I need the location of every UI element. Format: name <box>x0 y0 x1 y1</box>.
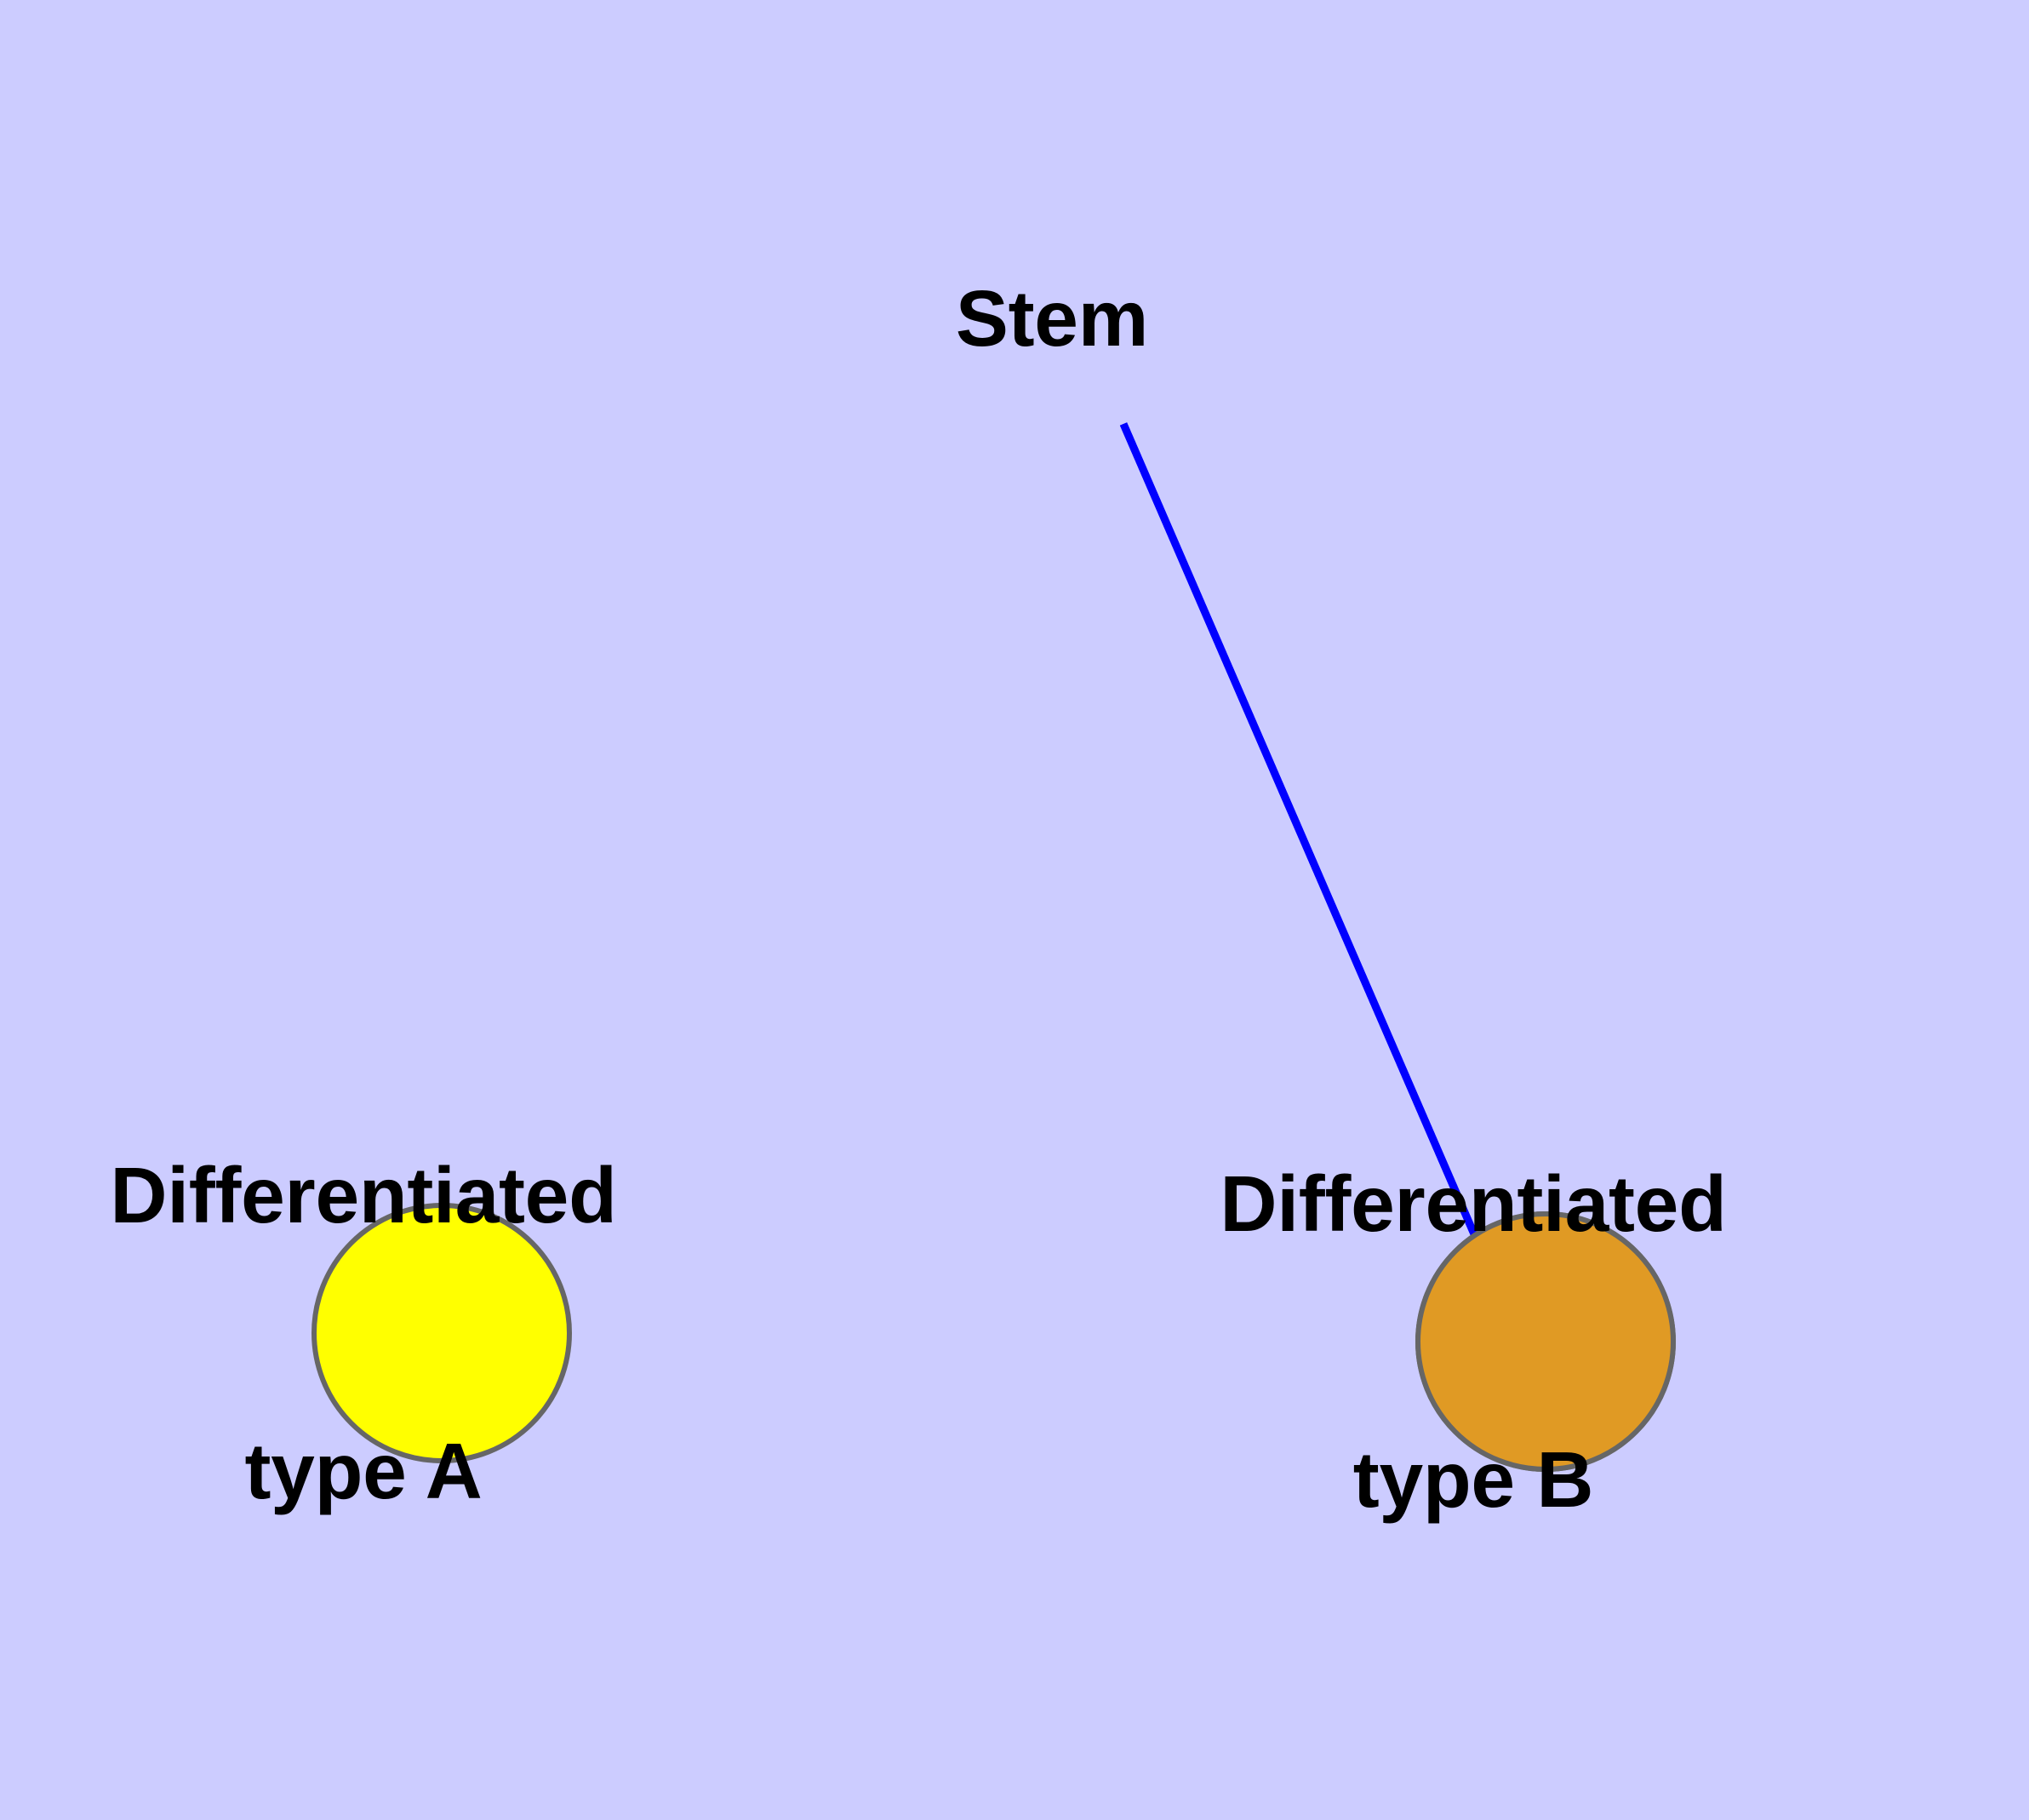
node-stem[interactable] <box>311 1203 572 1463</box>
edge-layer <box>1119 422 1479 1238</box>
edge-stem-to-differentiated-type-b[interactable] <box>1119 422 1479 1238</box>
node-layer <box>311 1203 1676 1472</box>
node-differentiated-type-b[interactable] <box>1415 1211 1676 1472</box>
